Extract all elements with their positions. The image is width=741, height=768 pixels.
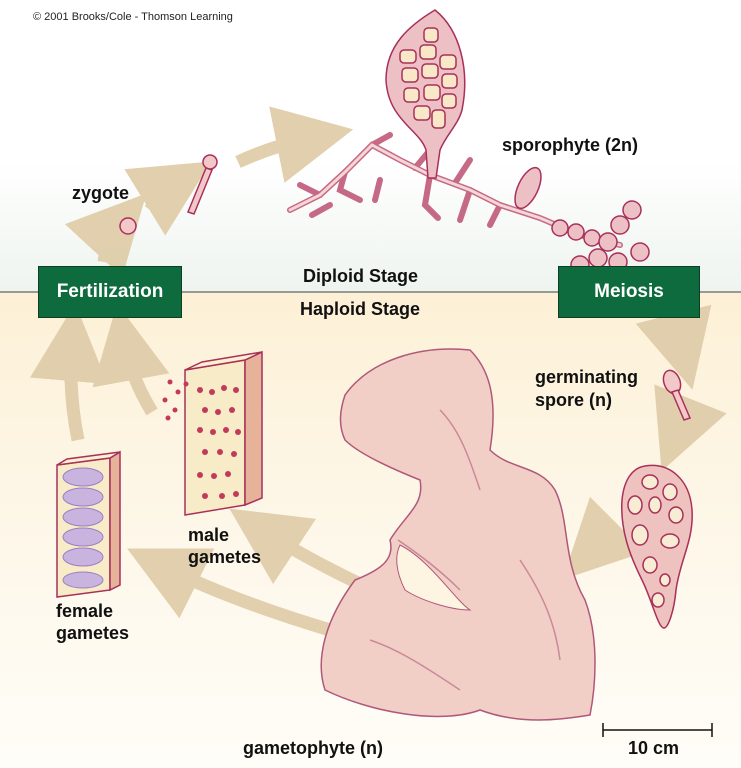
meiosis-label: Meiosis [594, 281, 664, 302]
arrow-male-to-fertilization [92, 303, 170, 416]
scale-bar [602, 723, 713, 737]
male-gametangium [162, 350, 263, 516]
fertilization-label: Fertilization [56, 281, 164, 302]
arrow-gametophyte-to-male [229, 508, 363, 590]
germling [187, 154, 218, 215]
sporophyte-small-sporangium [514, 166, 542, 210]
female-gametangium [56, 450, 121, 598]
sporophyte-label: sporophyte (2n) [502, 135, 639, 155]
gametophyte-blade [320, 348, 596, 721]
arrow-meiosis-to-spore [635, 304, 712, 390]
male-gametes-label-2: gametes [188, 547, 262, 567]
juvenile-gametophyte [621, 464, 693, 629]
arrow-zygote-to-germling [124, 161, 212, 236]
male-gametes-label-1: male [188, 525, 230, 545]
female-gametes-label-1: female [56, 601, 114, 621]
arrow-fertilization-to-zygote [64, 193, 147, 278]
arrow-juvenile-to-gametophyte [562, 496, 646, 580]
haploid-stage-label: Haploid Stage [300, 299, 421, 319]
copyright-notice: © 2001 Brooks/Cole - Thomson Learning [33, 11, 233, 23]
sporophyte-sporangium [385, 9, 466, 179]
germinating-spore [662, 369, 692, 421]
arrow-female-to-fertilization [29, 303, 108, 442]
germinating-spore-label-2: spore (n) [535, 390, 613, 410]
germinating-spore-label-1: germinating [535, 367, 639, 387]
stage-divider-line [0, 291, 741, 293]
female-gametes-label-2: gametes [56, 623, 130, 643]
gametophyte-gap [396, 544, 472, 611]
fertilization-box: Fertilization [38, 266, 182, 318]
scale-bar-label: 10 cm [628, 738, 680, 758]
arrow-germling-to-sporophyte [235, 106, 354, 183]
zygote-label: zygote [72, 183, 130, 203]
sporophyte-chain [551, 200, 650, 275]
zygote-cell [119, 217, 137, 235]
arrow-spore-to-juvenile [654, 384, 727, 472]
arrow-gametophyte-to-female [127, 548, 332, 637]
gametophyte-label: gametophyte (n) [243, 738, 384, 758]
diploid-stage-label: Diploid Stage [303, 266, 419, 286]
meiosis-box: Meiosis [558, 266, 700, 318]
